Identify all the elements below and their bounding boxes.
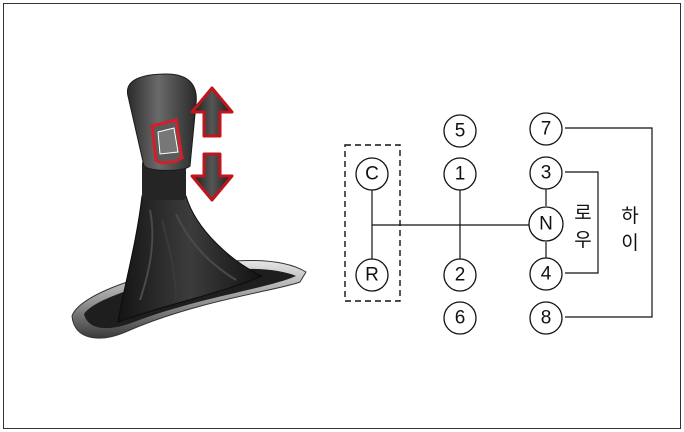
gear-5-label: 5 [455, 121, 466, 142]
arrow-down-icon [192, 154, 232, 200]
gear-8-label: 8 [541, 308, 552, 329]
high-range-label-1: 하 [621, 205, 638, 227]
gear-neutral-label: N [539, 214, 553, 235]
gear-neutral: N [529, 207, 563, 241]
arrow-up-icon [192, 88, 232, 136]
gear-1-label: 1 [455, 164, 466, 185]
high-range-label-2: 이 [621, 232, 638, 254]
gear-7-label: 7 [541, 119, 552, 140]
gear-shift-lever-icon [72, 74, 306, 338]
gear-7: 7 [530, 113, 562, 145]
gear-3-label: 3 [541, 163, 552, 184]
gear-2-label: 2 [455, 265, 466, 286]
gear-8: 8 [530, 302, 562, 334]
low-range-label-1: 로 [574, 202, 591, 224]
gear-3: 3 [530, 157, 562, 189]
gear-4-label: 4 [541, 264, 552, 285]
gear-2: 2 [444, 259, 476, 291]
gear-crawler-label: C [365, 164, 379, 185]
gear-crawler: C [356, 158, 388, 190]
gear-reverse-label: R [365, 265, 379, 286]
gear-6: 6 [444, 302, 476, 334]
gear-4: 4 [530, 258, 562, 290]
gear-1: 1 [444, 158, 476, 190]
gear-reverse: R [356, 259, 388, 291]
gear-5: 5 [444, 115, 476, 147]
gear-6-label: 6 [455, 308, 466, 329]
low-range-label-2: 우 [574, 229, 591, 251]
